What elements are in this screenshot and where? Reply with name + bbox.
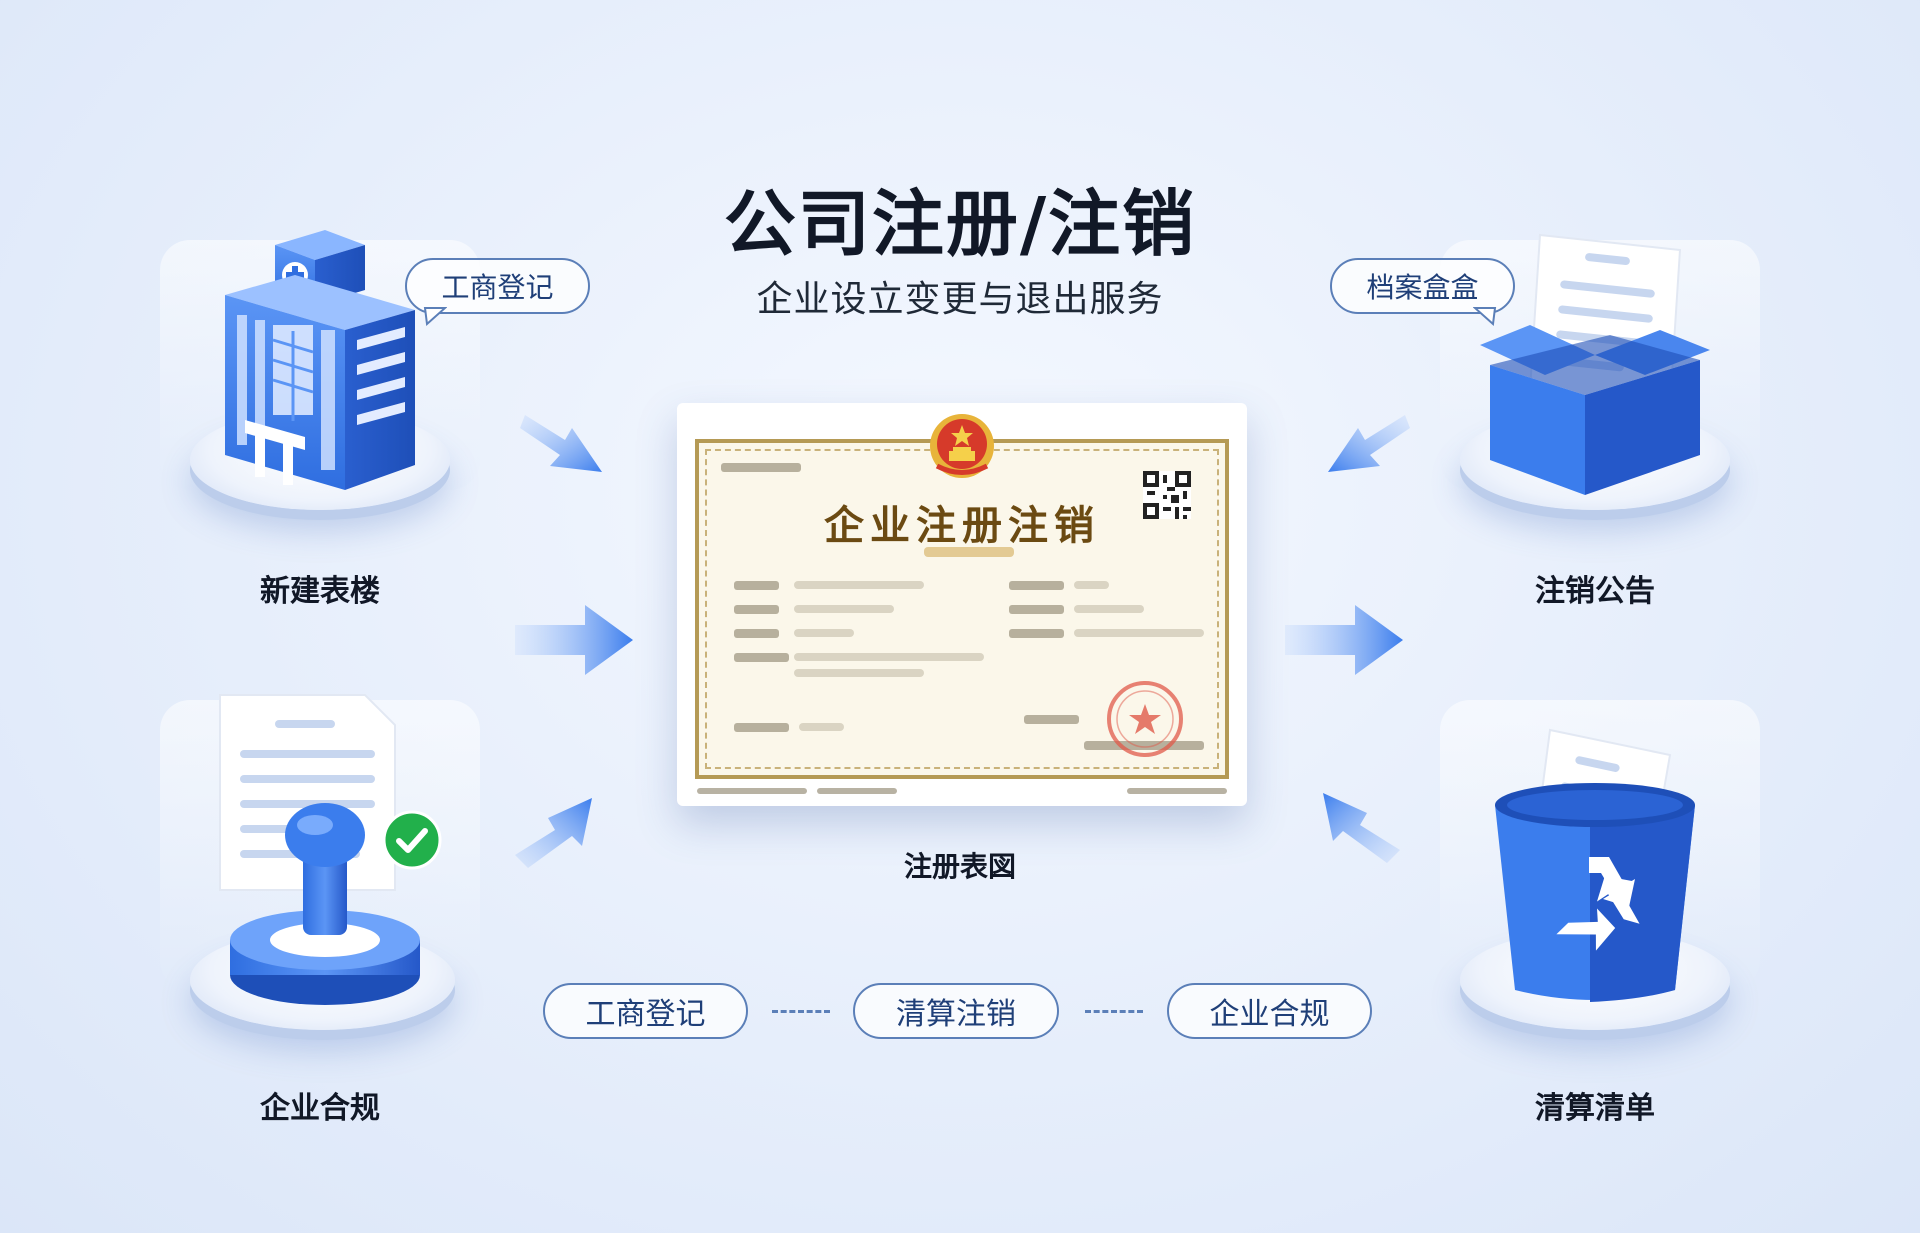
cert-footer-text: [697, 788, 807, 794]
cert-field-label: [734, 653, 789, 662]
connector-dash: [1085, 1010, 1143, 1013]
cert-field-label: [721, 463, 801, 472]
arrow-icon: [520, 415, 602, 472]
cert-field-value: [794, 653, 984, 661]
tag-top-right: 档案盒盒: [1330, 258, 1515, 326]
cert-field-value: [794, 581, 924, 589]
certificate-border: 企业注册注销: [695, 439, 1229, 779]
cert-field-label: [734, 581, 779, 590]
national-emblem-icon: [930, 414, 994, 478]
certificate-subtitle-blur: [924, 547, 1014, 557]
cert-field-label: [734, 605, 779, 614]
cert-field-value: [794, 669, 924, 677]
cert-field-value: [794, 605, 894, 613]
page-subtitle: 企业设立变更与退出服务: [756, 279, 1164, 320]
archive-box-icon: [1480, 233, 1710, 495]
cert-field-value: [1074, 629, 1204, 637]
tag-top-left-pill: 工商登记: [405, 258, 590, 314]
certificate-card: 企业注册注销: [677, 403, 1247, 806]
cert-field-label: [1009, 605, 1064, 614]
cert-field-label: [1009, 629, 1064, 638]
cert-footer-text: [817, 788, 897, 794]
stamp-document-icon: [219, 694, 420, 1005]
cert-field-label: [734, 723, 789, 732]
node-label-bottom-right: 清算清单: [1535, 1091, 1655, 1126]
certificate-caption: 注册表図: [903, 850, 1016, 883]
pill-business-registration[interactable]: 工商登记: [543, 983, 748, 1039]
cert-field-value: [1074, 581, 1109, 589]
tag-tail-icon: [423, 307, 447, 326]
certificate-title: 企业注册注销: [824, 503, 1100, 549]
arrow-icon: [1323, 793, 1400, 863]
check-circle-icon: [382, 810, 442, 870]
cert-field-label: [1009, 581, 1064, 590]
node-label-bottom-left: 企业合规: [260, 1091, 380, 1126]
cert-field-value: [799, 723, 844, 731]
arrow-icon: [1285, 605, 1403, 675]
qr-code-icon: [1143, 471, 1191, 519]
cert-footer-text: [1127, 788, 1227, 794]
tag-tail-icon: [1473, 307, 1497, 326]
connector-dash: [772, 1010, 830, 1013]
building-icon: [225, 230, 415, 490]
cert-field-value: [1074, 605, 1144, 613]
node-label-top-left: 新建表楼: [260, 574, 380, 609]
page-title: 公司注册/注销: [723, 182, 1197, 266]
arrow-icon: [1328, 415, 1410, 472]
cert-field-label: [734, 629, 779, 638]
tag-top-left: 工商登记: [405, 258, 590, 326]
node-label-top-right: 注销公告: [1535, 574, 1655, 609]
tag-top-right-pill: 档案盒盒: [1330, 258, 1515, 314]
recycle-bin-icon: [1495, 728, 1695, 1002]
pill-liquidation-deregistration[interactable]: 清算注销: [853, 983, 1059, 1039]
pill-enterprise-compliance[interactable]: 企业合规: [1167, 983, 1372, 1039]
cert-field-label: [1024, 715, 1079, 724]
arrow-icon: [515, 605, 633, 675]
cert-field-label: [1084, 741, 1204, 750]
seal-stamp-icon: [1107, 681, 1183, 757]
cert-field-value: [794, 629, 854, 637]
arrow-icon: [515, 798, 592, 868]
